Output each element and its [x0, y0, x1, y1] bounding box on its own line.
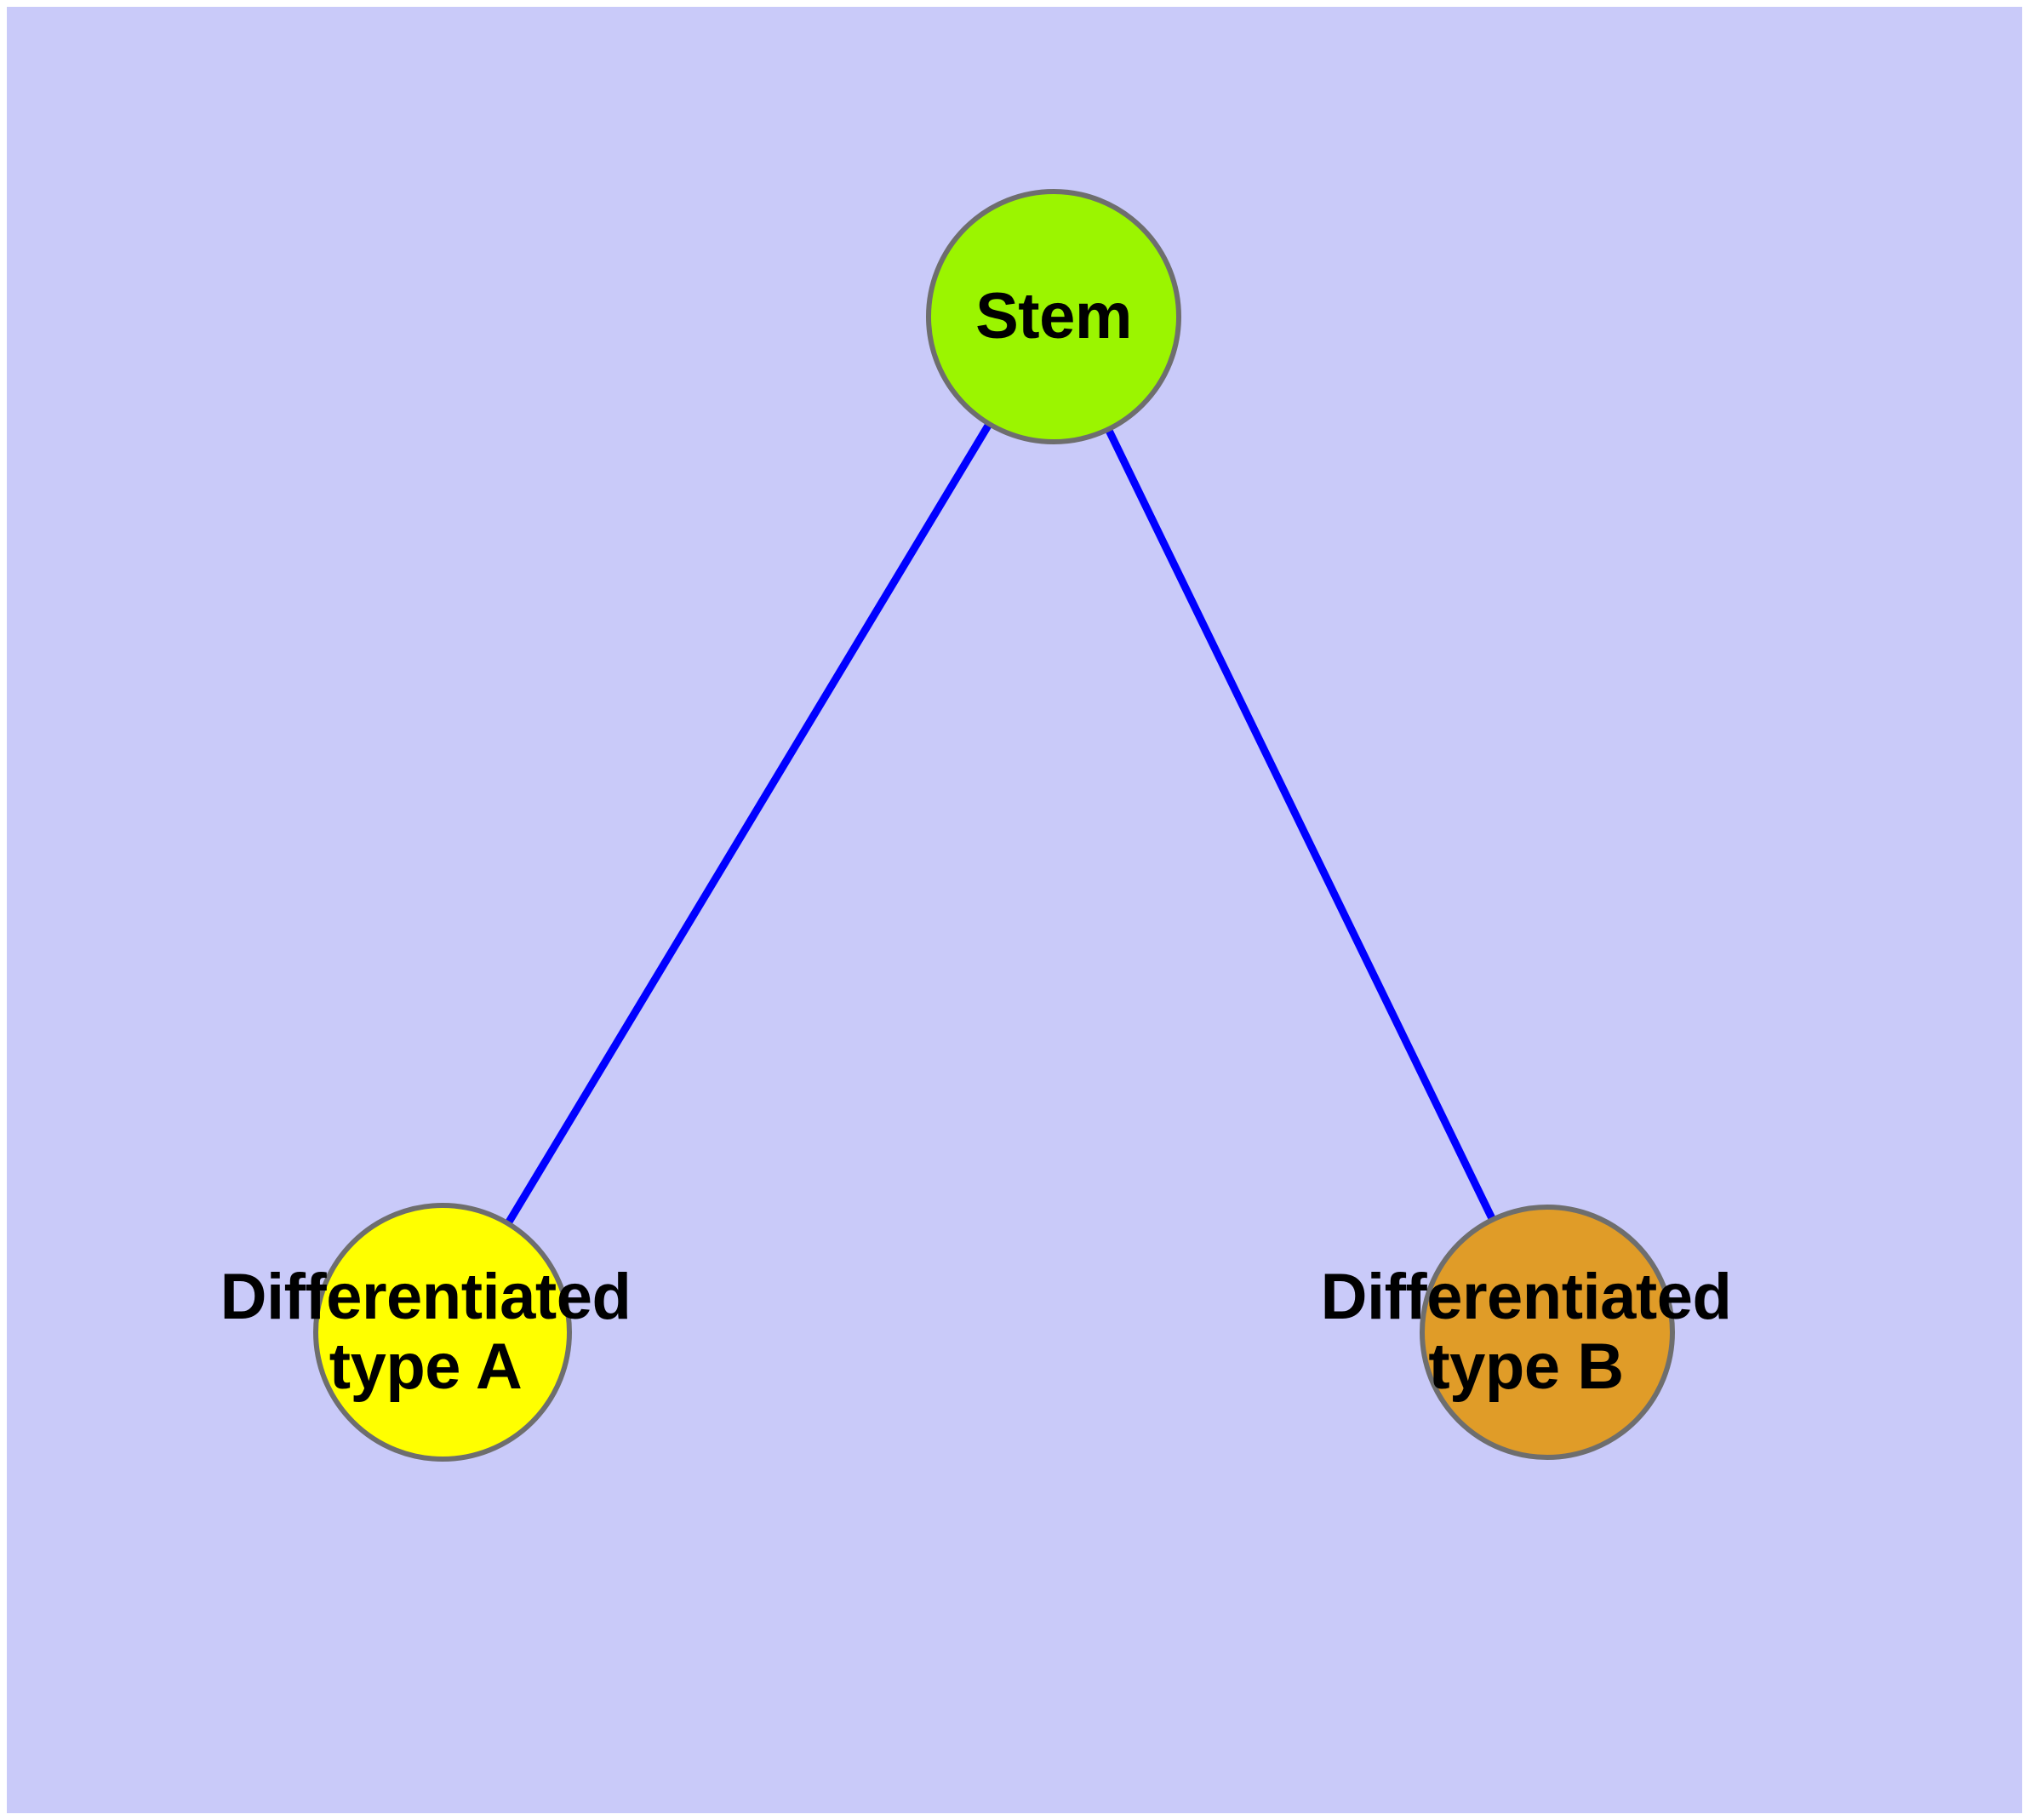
node-layer — [313, 189, 1675, 1462]
graph-node-diff-a[interactable] — [313, 1203, 572, 1462]
graph-node-diff-b[interactable] — [1420, 1205, 1675, 1460]
edge-layer — [505, 422, 1496, 1225]
graph-node-stem[interactable] — [926, 189, 1181, 444]
graph-edge-stem-to-diff-a — [505, 422, 992, 1225]
graph-edge-stem-to-diff-b — [1105, 428, 1496, 1221]
